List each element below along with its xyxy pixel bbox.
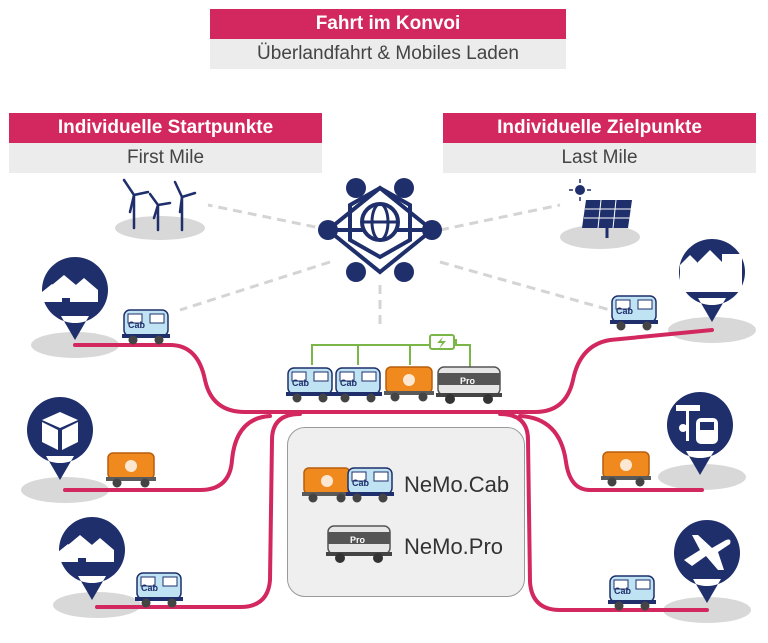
cab-end-bottom-label: Cab [614, 586, 632, 596]
cab-end-top-label: Cab [616, 306, 634, 316]
battery-charging-icon [429, 334, 457, 350]
end-header: Individuelle Zielpunkte Last Mile [443, 113, 756, 173]
charging-lines [311, 344, 471, 368]
convoy-subtitle: Überlandfahrt & Mobiles Laden [210, 39, 566, 69]
convoy-pro-label: Pro [460, 376, 476, 386]
wind-turbines-icon [122, 178, 197, 232]
legend-pro-text: NeMo.Pro [404, 534, 504, 559]
start-title: Individuelle Startpunkte [9, 113, 322, 143]
legend-cab-text: NeMo.Cab [404, 472, 510, 497]
package-icon [42, 412, 78, 450]
pin-train-station [666, 392, 733, 475]
cab-start-top-label: Cab [128, 320, 146, 330]
airplane-icon [684, 535, 731, 570]
townhouses-icon [680, 250, 742, 292]
end-subtitle: Last Mile [443, 143, 756, 173]
legend-cab-label: Cab [352, 478, 370, 488]
start-header: Individuelle Startpunkte First Mile [9, 113, 322, 173]
legend-pro-label: Pro [350, 535, 366, 545]
pin-houses-top-left [41, 257, 108, 340]
convoy-title: Fahrt im Konvoi [210, 9, 566, 39]
houses-icon [42, 275, 98, 302]
pod-end-middle [600, 451, 652, 488]
route-network [63, 328, 714, 612]
legend-pod-icon [301, 467, 353, 504]
pod-start-middle [105, 452, 157, 489]
hub-connections [179, 203, 611, 330]
pin-package [26, 397, 93, 480]
legend-graphics: Cab Pro [301, 467, 395, 564]
pin-townhouses [678, 239, 745, 322]
legend-box: Cab Pro NeMo.Cab NeMo.Pro [287, 427, 525, 597]
convoy-cab-1-label: Cab [292, 378, 310, 388]
network-hub-icon [318, 178, 442, 282]
convoy-header: Fahrt im Konvoi Überlandfahrt & Mobiles … [210, 9, 566, 69]
convoy-cab-2-label: Cab [340, 378, 358, 388]
pin-houses-bottom-left [58, 517, 125, 600]
cab-start-bottom-label: Cab [141, 583, 159, 593]
pin-airplane [673, 520, 740, 603]
solar-panel-icon [569, 179, 632, 238]
houses-icon [58, 535, 114, 562]
start-subtitle: First Mile [9, 143, 322, 173]
convoy-pod [383, 366, 435, 403]
end-title: Individuelle Zielpunkte [443, 113, 756, 143]
